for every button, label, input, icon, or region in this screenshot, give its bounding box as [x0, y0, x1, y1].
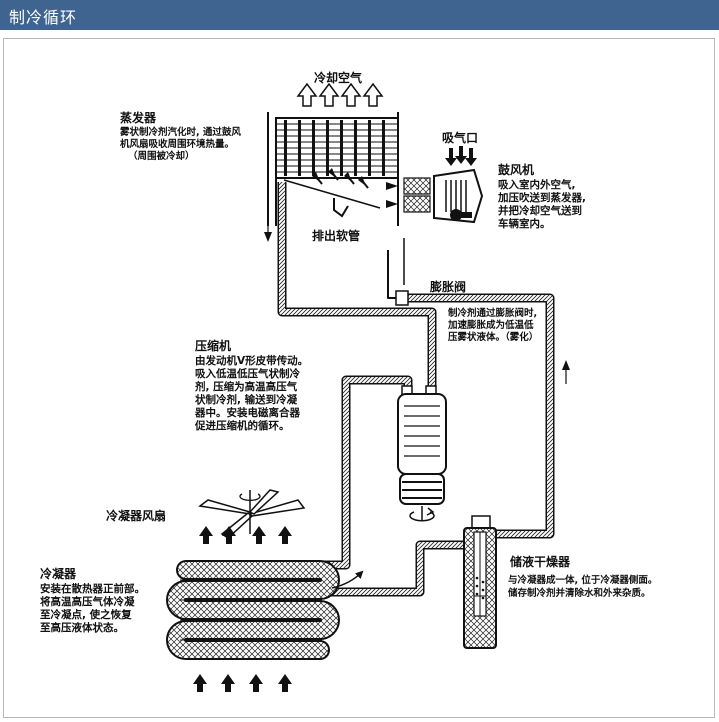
- intake-label: 吸气口: [442, 130, 478, 145]
- page-header: 制冷循环: [0, 0, 719, 30]
- drain-hose-label: 排出软管: [312, 228, 360, 243]
- condenser-desc-line-4: 至高压液体状态。: [40, 621, 124, 634]
- arrow-up-icon: [296, 82, 384, 107]
- expansion-valve: [395, 290, 409, 306]
- airflow-arrows: [193, 82, 570, 692]
- condenser-fan-label: 冷凝器风扇: [106, 508, 166, 523]
- page-title: 制冷循环: [9, 8, 78, 27]
- compressor-desc-line-1: 由发动机V形皮带传动。: [195, 354, 308, 367]
- condenser-desc-line-2: 将高温高压气体冷凝: [40, 595, 135, 608]
- blower-desc-line-2: 加压吹送到蒸发器,: [497, 191, 586, 204]
- evaporator-desc-line-3: （周围被冷却）: [128, 150, 195, 162]
- arrow-down-icon: [445, 146, 477, 166]
- receiver-drier-desc-line-1: 与冷凝器成一体, 位于冷凝器侧面。: [508, 574, 657, 586]
- drain-hose: [333, 198, 349, 218]
- evaporator-feed-line: [387, 250, 398, 299]
- condenser: [166, 560, 340, 660]
- compressor-desc-line-3: 剂, 压缩为高温高压气: [194, 380, 298, 393]
- expansion-valve-title: 膨胀阀: [429, 279, 466, 294]
- evaporator-desc-line-1: 雾状制冷剂汽化时, 通过鼓风: [119, 126, 241, 138]
- blower-title: 鼓风机: [498, 162, 534, 177]
- compressor-desc-line-2: 吸入低温低压气状制冷: [195, 367, 300, 380]
- condenser-desc-line-3: 至冷凝点, 使之恢复: [40, 608, 132, 621]
- expansion-valve-desc-line-3: 压雾状液体。（雾化）: [448, 331, 538, 343]
- refrigerant-pipes: [277, 182, 555, 597]
- expansion-valve-desc-line-2: 加速膨胀成为低温低: [447, 319, 534, 331]
- compressor-desc-line-6: 促进压缩机的循环。: [194, 419, 290, 432]
- receiver-drier-title: 储液干燥器: [510, 554, 571, 569]
- receiver-drier-desc-line-2: 储存制冷剂并清除水和外来杂质。: [508, 587, 651, 599]
- receiver-drier: [463, 515, 497, 649]
- condenser-fan: [198, 489, 306, 539]
- cooling-air-label: 冷却空气: [314, 70, 362, 85]
- evaporator-desc-line-2: 机风扇吸收周围环境热量。: [120, 138, 234, 150]
- discharge-line: [322, 375, 413, 570]
- compressor: [397, 385, 447, 522]
- component-labels: 冷却空气 蒸发器 雾状制冷剂汽化时, 通过鼓风 机风扇吸收周围环境热量。 （周围…: [40, 70, 657, 634]
- evaporator-title: 蒸发器: [120, 110, 157, 125]
- rotation-icon: [409, 506, 435, 522]
- condenser-desc-line-1: 安装在散热器正前部。: [40, 582, 145, 595]
- compressor-desc-line-4: 状制冷剂, 输送到冷凝: [195, 393, 298, 406]
- condenser-title: 冷凝器: [40, 566, 77, 581]
- compressor-desc-line-5: 器中。安装电磁离合器: [194, 406, 300, 419]
- blower-desc-line-1: 吸入室内外空气,: [498, 178, 576, 191]
- expansion-valve-desc-line-1: 制冷剂通过膨胀阀时,: [448, 307, 537, 319]
- blower: [403, 168, 484, 224]
- compressor-title: 压缩机: [195, 338, 231, 353]
- evaporator: [267, 112, 399, 226]
- blower-desc-line-4: 车辆室内。: [498, 217, 551, 230]
- blower-desc-line-3: 并把冷却空气送到: [498, 204, 582, 217]
